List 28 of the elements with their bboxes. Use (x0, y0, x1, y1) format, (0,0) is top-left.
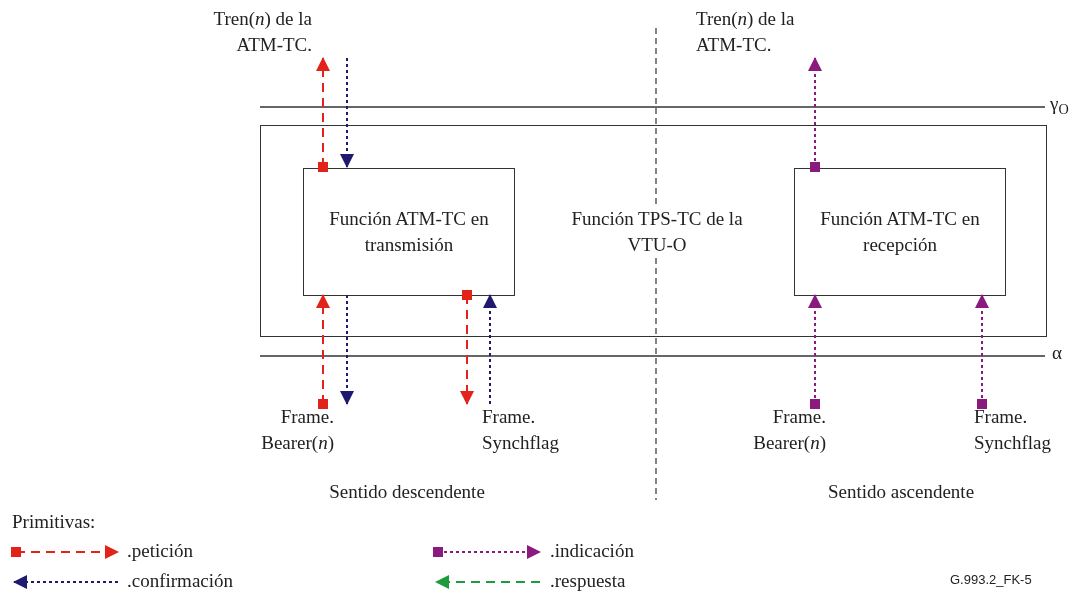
frame-label: Frame. Synchflag (965, 404, 1077, 462)
function-box: Función ATM-TC en recepción (794, 168, 1006, 296)
arrow (483, 294, 497, 405)
stream-label: Tren(n) de la ATM-TC. (690, 6, 830, 58)
legend-label: .petición (127, 540, 193, 562)
text-label: Sentido ascendente (826, 480, 976, 504)
text-label: Primitivas: (12, 510, 96, 534)
frame-label: Frame. Synchflag (455, 404, 590, 462)
text-label: γ$_{O}$ (1050, 92, 1069, 116)
legend-label: .respuesta (550, 570, 626, 592)
text-label: α (1052, 341, 1062, 365)
stream-label: Tren(n) de la ATM-TC. (195, 6, 360, 58)
text-label: G.993.2_FK-5 (950, 571, 1032, 589)
function-box: Función ATM-TC en transmisión (303, 168, 515, 296)
arrow (808, 294, 822, 409)
frame-label: Frame. Bearer(n) (225, 404, 360, 462)
arrow (340, 294, 354, 405)
arrow (340, 57, 354, 168)
legend-label: .confirmación (127, 570, 234, 592)
arrow (316, 57, 330, 172)
arrow (316, 294, 330, 409)
arrow (975, 294, 989, 409)
arrow (460, 290, 474, 405)
text-label: Sentido descendente (328, 480, 486, 504)
arrow (808, 57, 822, 172)
frame-label: Frame. Bearer(n) (745, 404, 830, 462)
function-box (260, 125, 1047, 337)
legend-label: .indicación (550, 540, 634, 562)
